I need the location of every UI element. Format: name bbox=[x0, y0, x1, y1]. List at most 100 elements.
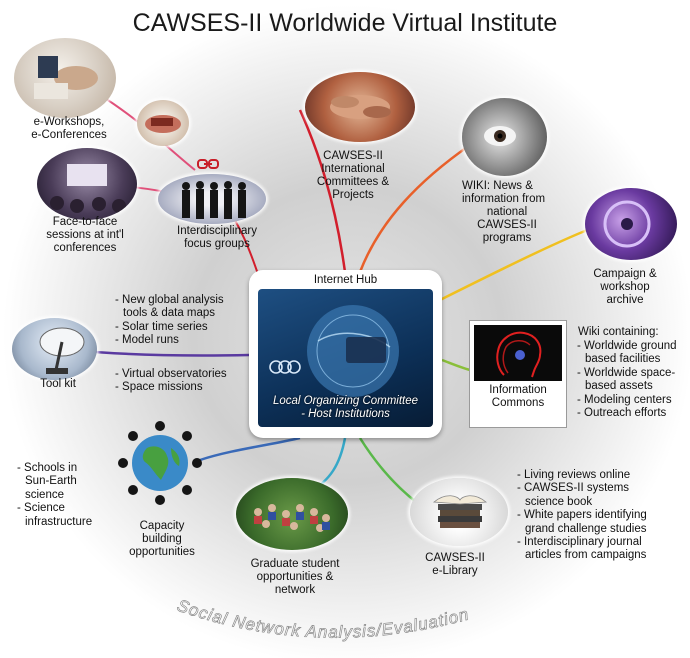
label-committees: CAWSES-II International Committees & Pro… bbox=[303, 150, 403, 202]
list-item: White papers identifying bbox=[517, 509, 647, 522]
list-item: Model runs bbox=[115, 334, 224, 347]
internet-hub: Internet Hub Local Organizing Committee … bbox=[249, 270, 442, 438]
committees-line4: Projects bbox=[332, 189, 374, 201]
graduate-line1: Graduate student bbox=[250, 558, 340, 570]
hub-image: Local Organizing Committee - Host Instit… bbox=[258, 289, 433, 427]
list-item: based facilities bbox=[585, 353, 661, 366]
link-info-commons bbox=[441, 358, 471, 372]
link-campaign bbox=[439, 223, 601, 302]
committees-line3: Committees & bbox=[316, 176, 390, 188]
list-item: articles from campaigns bbox=[525, 549, 647, 562]
library-list: Living reviews online CAWSES-II systems … bbox=[517, 469, 647, 563]
wristband-photo bbox=[137, 100, 189, 146]
list-item: Interdisciplinary journal bbox=[517, 536, 647, 549]
campaign-line3: archive bbox=[606, 294, 644, 306]
information-commons-image bbox=[474, 325, 562, 381]
list-item: grand challenge studies bbox=[525, 522, 647, 535]
hub-caption-line2: - Host Institutions bbox=[301, 408, 390, 420]
list-item: science bbox=[25, 488, 64, 501]
wiki-news-line3: national bbox=[486, 206, 528, 218]
hub-caption: Local Organizing Committee - Host Instit… bbox=[258, 395, 433, 421]
link-wiki-news bbox=[358, 143, 471, 273]
list-item: Virtual observatories bbox=[115, 368, 227, 381]
label-focus-groups: Interdisciplinary focus groups bbox=[162, 225, 272, 251]
wiki-news-line4: CAWSES-II bbox=[477, 219, 537, 231]
committees-photo bbox=[305, 72, 415, 142]
committees-line2: International bbox=[321, 163, 385, 175]
hub-title: Internet Hub bbox=[313, 274, 378, 286]
list-item: Schools in bbox=[17, 462, 92, 475]
link-capacity bbox=[199, 436, 301, 462]
graduate-line2: opportunities & bbox=[256, 571, 334, 583]
wiki-news-photo bbox=[462, 98, 547, 176]
face-to-face-line1: Face-to-face bbox=[52, 216, 118, 228]
eworkshops-line2: e-Conferences bbox=[31, 129, 107, 141]
graduate-photo bbox=[236, 478, 348, 550]
list-item: Space missions bbox=[115, 381, 227, 394]
list-item: science book bbox=[525, 495, 593, 508]
chain-link-icon bbox=[197, 159, 219, 169]
focus-groups-line2: focus groups bbox=[184, 238, 250, 250]
list-item: Outreach efforts bbox=[577, 407, 677, 420]
elibrary-photo bbox=[410, 478, 508, 546]
list-item: infrastructure bbox=[25, 515, 93, 528]
elibrary-line2: e-Library bbox=[432, 565, 478, 577]
campaign-photo bbox=[585, 188, 677, 260]
label-elibrary: CAWSES-II e-Library bbox=[405, 552, 505, 578]
focus-groups-line1: Interdisciplinary bbox=[177, 225, 257, 237]
information-commons-box: Information Commons bbox=[469, 320, 567, 428]
wiki-news-line2: information from bbox=[462, 193, 546, 205]
wiki-news-line5: programs bbox=[482, 232, 532, 244]
campaign-line2: workshop bbox=[600, 281, 650, 293]
social-network-label: Social Network Analysis/Evaluation bbox=[174, 595, 470, 642]
list-item: Living reviews online bbox=[517, 469, 647, 482]
list-item: Solar time series bbox=[115, 321, 224, 334]
label-campaign: Campaign & workshop archive bbox=[575, 268, 675, 307]
toolkit-photo bbox=[12, 318, 97, 380]
schools-list: Schools in Sun-Earth science Science inf… bbox=[17, 462, 92, 529]
list-item: Modeling centers bbox=[577, 394, 677, 407]
wiki-containing-heading: Wiki containing: bbox=[578, 326, 659, 338]
eworkshops-photo bbox=[14, 38, 116, 118]
committees-line1: CAWSES-II bbox=[323, 150, 383, 162]
list-item: Science bbox=[17, 502, 92, 515]
hub-caption-line1: Local Organizing Committee bbox=[272, 395, 419, 407]
list-item: Sun-Earth bbox=[25, 475, 77, 488]
link-toolkit bbox=[94, 350, 250, 357]
link-committees bbox=[298, 109, 347, 273]
capacity-globe bbox=[115, 418, 205, 508]
information-commons-label: Information Commons bbox=[470, 384, 566, 410]
toolkit-upper-list: New global analysis tools & data maps So… bbox=[115, 294, 224, 348]
graduate-line3: network bbox=[274, 584, 316, 596]
list-item: tools & data maps bbox=[123, 307, 216, 320]
info-commons-line2: Commons bbox=[491, 397, 545, 409]
eworkshops-line1: e-Workshops, bbox=[33, 116, 105, 128]
label-toolkit: Tool kit bbox=[40, 378, 76, 390]
face-to-face-line2: sessions at int'l bbox=[46, 229, 124, 241]
info-commons-line1: Information bbox=[489, 384, 547, 396]
list-item: New global analysis bbox=[115, 294, 224, 307]
label-capacity: Capacity building opportunities bbox=[112, 520, 212, 559]
focus-groups-photo bbox=[158, 174, 266, 224]
face-to-face-line3: conferences bbox=[53, 242, 117, 254]
elibrary-line1: CAWSES-II bbox=[425, 552, 485, 564]
capacity-line3: opportunities bbox=[129, 546, 195, 558]
wiki-news-line1: WIKI: News & bbox=[462, 180, 533, 192]
capacity-line2: building bbox=[142, 533, 182, 545]
list-item: CAWSES-II systems bbox=[517, 482, 647, 495]
face-to-face-photo bbox=[37, 148, 137, 220]
label-eworkshops: e-Workshops, e-Conferences bbox=[14, 116, 124, 142]
page-title: CAWSES-II Worldwide Virtual Institute bbox=[132, 9, 558, 37]
label-face-to-face: Face-to-face sessions at int'l conferenc… bbox=[30, 216, 140, 255]
toolkit-lower-list: Virtual observatories Space missions bbox=[115, 368, 227, 395]
label-graduate: Graduate student opportunities & network bbox=[240, 558, 350, 597]
wiki-containing-list: Worldwide ground based facilities Worldw… bbox=[577, 340, 677, 420]
list-item: based assets bbox=[585, 380, 653, 393]
list-item: Worldwide ground bbox=[577, 340, 676, 353]
capacity-line1: Capacity bbox=[139, 520, 185, 532]
label-wiki-news: WIKI: News & information from national C… bbox=[462, 180, 572, 245]
svg-text:Social Network Analysis/Evalua: Social Network Analysis/Evaluation bbox=[175, 596, 472, 642]
